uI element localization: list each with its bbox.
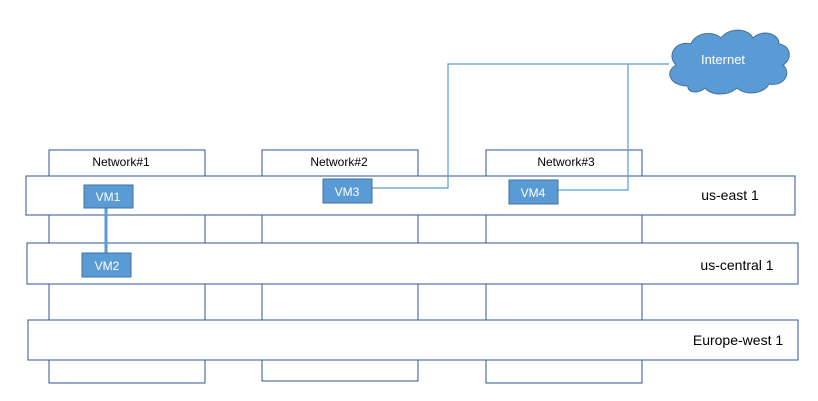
cloud-icon	[669, 29, 790, 95]
vm4-node[interactable]: VM4	[508, 179, 559, 205]
region-us-central	[26, 242, 799, 285]
network-3-label: Network#3	[537, 155, 595, 169]
link-vm3-internet	[372, 63, 669, 189]
internet-cloud[interactable]: Internet	[669, 29, 790, 95]
vm2-label: VM2	[95, 259, 120, 273]
region-europe-west-label: Europe-west 1	[693, 332, 783, 348]
region-europe-west	[27, 319, 799, 361]
vm4-label: VM4	[521, 186, 546, 200]
region-us-central-label: us-central 1	[700, 257, 773, 273]
vm3-box	[322, 178, 373, 204]
network-2-label: Network#2	[310, 155, 368, 169]
link-vm4-internet	[558, 64, 629, 191]
region-us-east	[25, 175, 796, 216]
vm2-box	[81, 252, 132, 278]
vm1-label: VM1	[96, 190, 121, 204]
internet-label: Internet	[701, 52, 745, 67]
network-1-label: Network#1	[92, 155, 150, 169]
vm2-node[interactable]: VM2	[81, 252, 132, 278]
vm1-node[interactable]: VM1	[83, 184, 134, 209]
vm3-node[interactable]: VM3	[322, 178, 373, 204]
vm3-label: VM3	[335, 185, 360, 199]
vm4-box	[508, 179, 559, 205]
region-us-east-label: us-east 1	[701, 187, 759, 203]
vm1-box	[83, 184, 134, 209]
